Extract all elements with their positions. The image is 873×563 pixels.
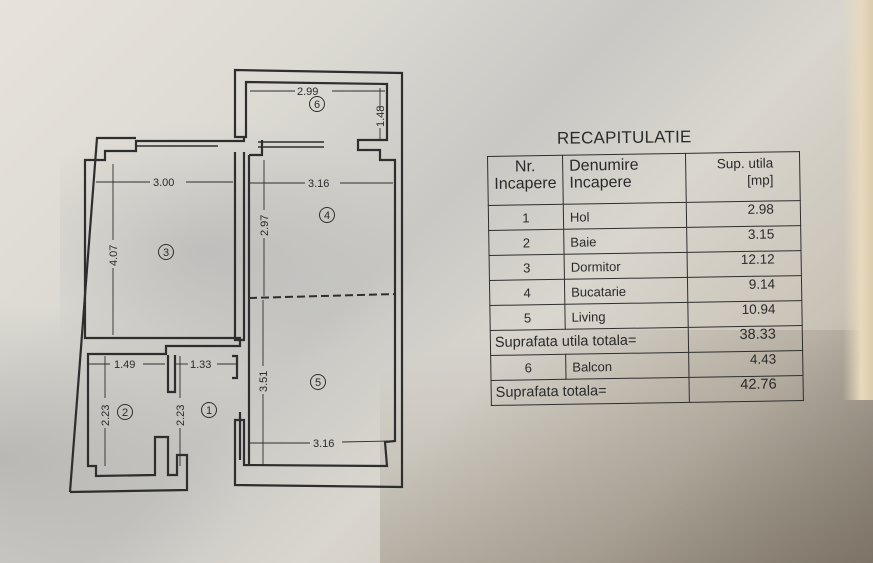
- dim-bedroom-width: 3.00: [153, 177, 174, 189]
- photo-shadow: [60, 120, 420, 380]
- outer-left-wall: [68, 136, 136, 493]
- room-3-label: 3: [163, 247, 169, 259]
- header-name: Denumire Incapere: [562, 153, 687, 205]
- dim-hall-width: 1.33: [190, 359, 211, 371]
- dim-kitchen-length: 2.97: [259, 215, 271, 236]
- left-walls: [69, 137, 246, 494]
- dim-bedroom-length: 4.07: [108, 245, 120, 266]
- header-nr: Nr. Incapere: [487, 155, 564, 206]
- table-header-row: Nr. Incapere Denumire Incapere Sup. util…: [487, 151, 801, 206]
- dim-hall-length: 2.23: [175, 405, 187, 426]
- room-6-label: 6: [314, 99, 320, 111]
- dim-living-length: 3.51: [258, 371, 270, 392]
- header-area: Sup. utila [mp]: [685, 151, 801, 203]
- dim-bath-length: 2.23: [100, 405, 112, 426]
- room-5-label: 5: [315, 377, 321, 389]
- grand-total-row: Suprafata totala= 42.76: [491, 375, 804, 406]
- recap-title: RECAPITULATIE: [556, 127, 692, 148]
- dim-living-width: 3.16: [313, 438, 334, 450]
- paper-edge: [843, 0, 873, 400]
- recap-table-container: Nr. Incapere Denumire Incapere Sup. util…: [487, 151, 804, 406]
- dim-balcony-width: 2.99: [297, 86, 318, 98]
- room-4-label: 4: [324, 210, 330, 222]
- photo-shadow: [0, 300, 260, 563]
- dim-bath-width: 1.49: [114, 359, 135, 371]
- recap-table: Nr. Incapere Denumire Incapere Sup. util…: [487, 151, 804, 406]
- dim-kitchen-width: 3.16: [308, 178, 329, 190]
- room-1-label: 1: [206, 405, 212, 417]
- room-2-label: 2: [122, 407, 128, 419]
- dim-balcony-depth: 1.48: [375, 106, 387, 127]
- photo-shadow: [380, 330, 873, 563]
- balcony-walls: [233, 68, 404, 489]
